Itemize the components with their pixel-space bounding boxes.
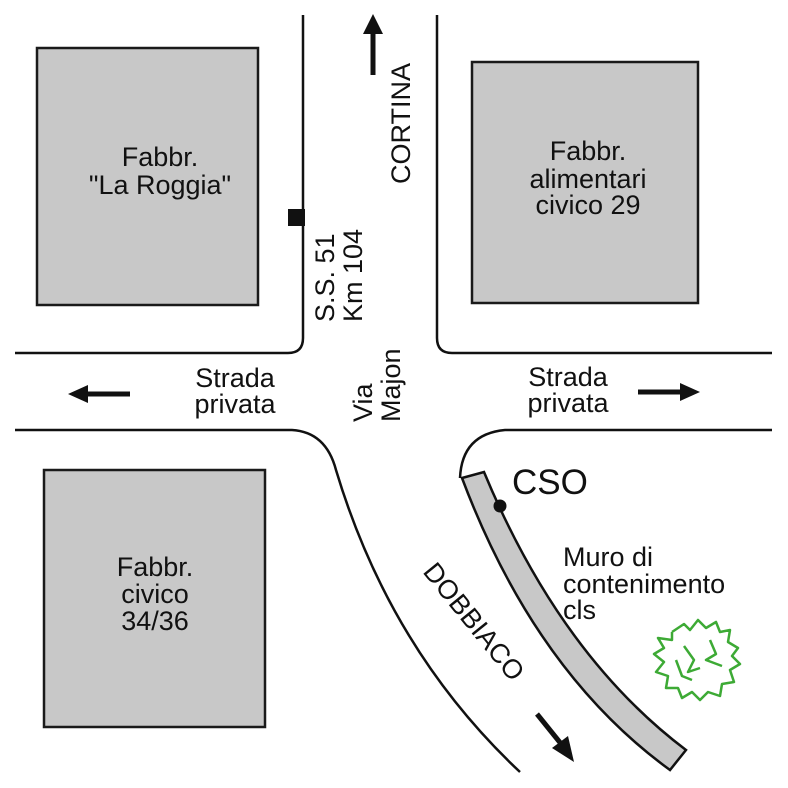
private-road-left-label: Strada <box>195 363 276 393</box>
private-road-right-label: privata <box>527 388 609 418</box>
building-civico-34-36: Fabbr. civico 34/36 <box>42 468 267 729</box>
private-road-left-label: privata <box>194 389 276 419</box>
cso-point-icon <box>493 499 507 513</box>
building-label: Fabbr. <box>117 552 194 582</box>
building-label: Fabbr. <box>122 142 199 172</box>
road-edge-nw <box>15 15 305 355</box>
via-label: Via <box>348 382 378 422</box>
km-marker-icon <box>288 209 305 226</box>
building-label: civico 29 <box>535 190 640 220</box>
road-edge-sw <box>15 428 521 773</box>
building-label: alimentari <box>529 164 646 194</box>
building-label: 34/36 <box>121 606 189 636</box>
arrow-west-icon <box>68 385 130 403</box>
arrow-east-icon <box>638 383 700 401</box>
arrow-north-icon <box>363 14 383 75</box>
cso-label: CSO <box>512 463 588 502</box>
wall-label: Muro di <box>563 542 653 572</box>
building-label: Fabbr. <box>550 136 627 166</box>
building-label: civico <box>121 579 189 609</box>
retaining-wall <box>460 470 688 772</box>
km-label: Km 104 <box>338 229 368 322</box>
wall-label: contenimento <box>563 569 725 599</box>
ss-label: S.S. 51 <box>310 233 340 322</box>
private-road-right-label: Strada <box>528 362 609 392</box>
building-label: "La Roggia" <box>89 170 231 200</box>
arrow-southeast-icon <box>535 712 574 762</box>
building-la-roggia: Fabbr. "La Roggia" <box>35 46 260 307</box>
building-alimentari: Fabbr. alimentari civico 29 <box>470 60 700 305</box>
wall-label: cls <box>563 595 596 625</box>
road-edge-ne <box>435 15 772 355</box>
tree-icon <box>652 618 742 702</box>
majon-label: Majon <box>376 348 406 422</box>
cortina-label: CORTINA <box>386 63 416 184</box>
road-edge-se <box>458 428 772 479</box>
